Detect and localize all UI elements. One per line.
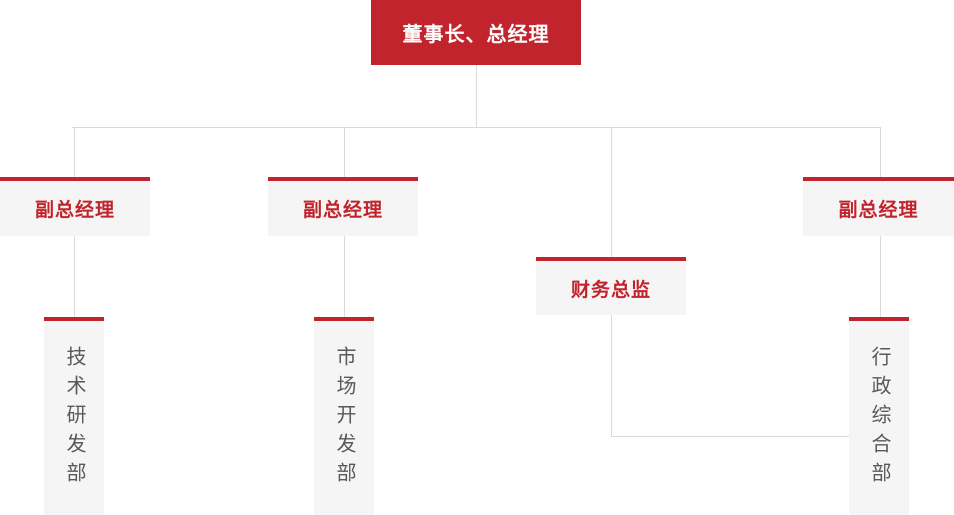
node-deputy-gm-left: 副总经理 [0,177,150,236]
connector-drop-cfo [611,127,612,257]
connector-drop-vp-left [74,127,75,177]
node-label: 市场开发部 [333,345,355,491]
node-label: 副总经理 [34,200,115,221]
node-chairman-general-manager: 董事长、总经理 [371,0,581,65]
connector-cfo-across [611,436,849,437]
node-label: 副总经理 [838,200,919,221]
connector-vp-mid-to-dept [344,236,345,317]
node-dept-admin-general: 行政综合部 [849,317,909,515]
node-finance-director: 财务总监 [536,257,686,315]
node-deputy-gm-mid: 副总经理 [268,177,418,236]
node-label: 技术研发部 [63,345,85,491]
node-label: 副总经理 [302,200,383,221]
connector-vp-left-to-dept [74,236,75,317]
node-dept-tech-rd: 技术研发部 [44,317,104,515]
connector-drop-vp-mid [344,127,345,177]
node-deputy-gm-right: 副总经理 [803,177,954,236]
node-dept-market-dev: 市场开发部 [314,317,374,515]
node-label: 行政综合部 [868,345,890,491]
connector-cfo-down [611,315,612,436]
connector-root-drop [476,65,477,127]
connector-horizontal-bus [72,127,881,128]
node-label: 财务总监 [570,279,651,301]
node-label: 董事长、总经理 [402,24,550,46]
connector-vp-right-to-dept [880,236,881,317]
connector-drop-vp-right [880,127,881,177]
